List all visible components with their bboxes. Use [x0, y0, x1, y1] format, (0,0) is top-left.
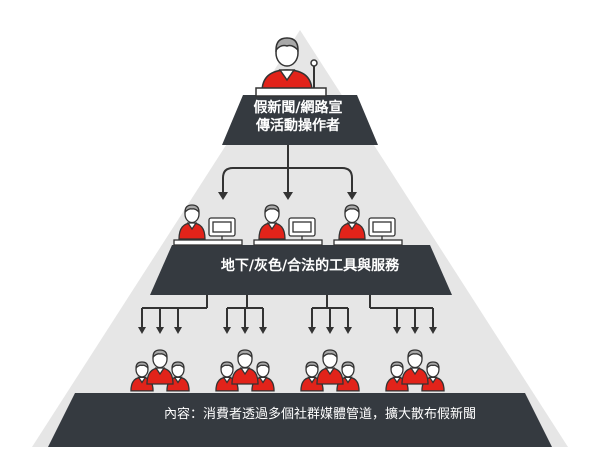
- crowd-person-icon: [421, 361, 445, 392]
- pyramid-shape: [32, 30, 568, 447]
- worker-person-icon: [258, 204, 286, 240]
- crowd-group-icon: [215, 349, 275, 392]
- crowd-person-icon: [316, 349, 344, 385]
- top-label-line2: 傳活動操作者: [256, 117, 340, 134]
- speaker-at-podium-icon: [255, 37, 327, 97]
- arrowheads-top-to-middle: [218, 192, 357, 200]
- computer-monitor-icon: [173, 217, 243, 246]
- arrows-top-to-middle: [222, 145, 353, 195]
- crowd-person-icon: [401, 349, 429, 385]
- person-at-computer-icon: [173, 204, 243, 246]
- middle-band: [150, 245, 452, 295]
- worker-person-icon: [338, 204, 366, 240]
- person-at-computer-icon: [333, 204, 403, 246]
- bottom-band: [48, 393, 552, 447]
- crowd-group-icon: [385, 349, 445, 392]
- crowd-person-icon: [215, 361, 239, 392]
- crowd-person-icon: [146, 349, 174, 385]
- top-band-label: 假新聞/網路宣 傳活動操作者: [232, 100, 364, 135]
- bottom-band-label: 內容：消費者透過多個社群媒體管道，擴大散布假新聞: [163, 407, 476, 422]
- crowd-group-icon: [300, 349, 360, 392]
- person-at-computer-icon: [253, 204, 323, 246]
- computer-monitor-icon: [253, 217, 323, 246]
- worker-person-icon: [178, 204, 206, 240]
- top-band: [222, 95, 378, 145]
- person-at-computer-icon-group: [173, 204, 403, 246]
- crowd-group-icon-set: [130, 349, 445, 392]
- crowd-person-icon: [231, 349, 259, 385]
- crowd-group-icon: [130, 349, 190, 392]
- top-label-line1: 假新聞/網路宣: [253, 100, 343, 116]
- computer-monitor-icon: [333, 217, 403, 246]
- arrows-middle-to-bottom: [138, 295, 437, 334]
- middle-band-label: 地下/灰色/合法的工具與服務: [220, 258, 400, 274]
